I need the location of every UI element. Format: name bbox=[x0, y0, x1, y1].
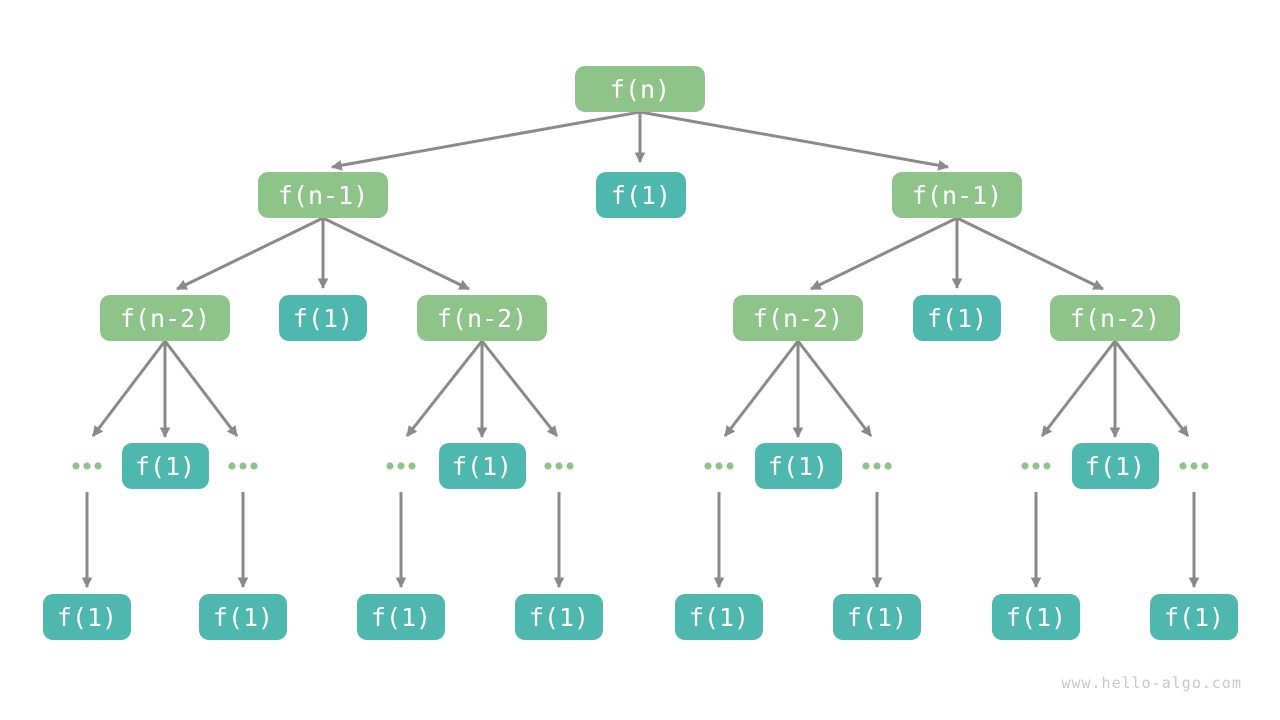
watermark: www.hello-algo.com bbox=[1061, 674, 1242, 692]
ellipsis-dot bbox=[1201, 462, 1209, 470]
ellipsis-dots bbox=[72, 462, 102, 470]
tree-node-f-n-2: f(n-2) bbox=[100, 295, 230, 341]
tree-node-f-n-2: f(n-2) bbox=[417, 295, 547, 341]
edge-arrow bbox=[330, 110, 641, 171]
tree-node-f-n-2: f(n-2) bbox=[733, 295, 863, 341]
tree-node-f-1: f(1) bbox=[992, 594, 1080, 640]
tree-node-f-1: f(1) bbox=[754, 443, 842, 489]
ellipsis-dot bbox=[83, 462, 91, 470]
ellipsis-dot bbox=[1021, 462, 1029, 470]
ellipsis-dot bbox=[72, 462, 80, 470]
tree-node-f-1: f(1) bbox=[833, 594, 921, 640]
ellipsis-dot bbox=[1043, 462, 1051, 470]
ellipsis-dot bbox=[873, 462, 881, 470]
ellipsis-dot bbox=[715, 462, 723, 470]
edge-arrow bbox=[163, 340, 239, 437]
ellipsis-dot bbox=[884, 462, 892, 470]
tree-node-f-1: f(1) bbox=[596, 172, 686, 218]
ellipsis-dots bbox=[862, 462, 892, 470]
edge-arrow bbox=[796, 340, 873, 437]
ellipsis-dots bbox=[386, 462, 416, 470]
ellipsis-dot bbox=[408, 462, 416, 470]
edge-arrow bbox=[91, 340, 167, 437]
ellipsis-dots bbox=[544, 462, 574, 470]
tree-node-f-n-2: f(n-2) bbox=[1050, 295, 1180, 341]
ellipsis-dot bbox=[862, 462, 870, 470]
edge-arrow bbox=[956, 216, 1104, 291]
edge-arrow bbox=[322, 216, 470, 291]
edge-arrow bbox=[810, 216, 958, 291]
tree-node-f-1: f(1) bbox=[121, 443, 209, 489]
tree-node-f-1: f(1) bbox=[43, 594, 131, 640]
tree-node-f-1: f(1) bbox=[515, 594, 603, 640]
ellipsis-dot bbox=[704, 462, 712, 470]
ellipsis-dots bbox=[228, 462, 258, 470]
tree-node-f-1: f(1) bbox=[199, 594, 287, 640]
edge-arrow bbox=[405, 340, 484, 437]
tree-node-f-1: f(1) bbox=[438, 443, 526, 489]
tree-node-f-1: f(1) bbox=[357, 594, 445, 640]
ellipsis-dot bbox=[228, 462, 236, 470]
tree-node-f-1: f(1) bbox=[1150, 594, 1238, 640]
edge-arrow bbox=[639, 110, 950, 171]
ellipsis-dot bbox=[239, 462, 247, 470]
tree-node-f-1: f(1) bbox=[675, 594, 763, 640]
ellipsis-dot bbox=[1190, 462, 1198, 470]
tree-node-f-1: f(1) bbox=[913, 295, 1001, 341]
tree-node-f-1: f(1) bbox=[279, 295, 367, 341]
ellipsis-dot bbox=[726, 462, 734, 470]
edge-arrow bbox=[723, 340, 800, 437]
tree-node-f-n-1: f(n-1) bbox=[258, 172, 388, 218]
ellipsis-dot bbox=[250, 462, 258, 470]
tree-node-f-n-1: f(n-1) bbox=[892, 172, 1022, 218]
ellipsis-dot bbox=[544, 462, 552, 470]
ellipsis-dot bbox=[555, 462, 563, 470]
ellipsis-dot bbox=[94, 462, 102, 470]
ellipsis-dot bbox=[566, 462, 574, 470]
ellipsis-dots bbox=[1021, 462, 1051, 470]
edge-arrow bbox=[1040, 340, 1117, 437]
edge-arrow bbox=[176, 216, 324, 291]
edge-arrow bbox=[480, 340, 559, 437]
tree-node-f-1: f(1) bbox=[1071, 443, 1159, 489]
ellipsis-dots bbox=[704, 462, 734, 470]
edge-arrow bbox=[1113, 340, 1190, 437]
tree-node-f-n: f(n) bbox=[575, 66, 705, 112]
ellipsis-dot bbox=[397, 462, 405, 470]
ellipsis-dot bbox=[1032, 462, 1040, 470]
ellipsis-dot bbox=[1179, 462, 1187, 470]
ellipsis-dots bbox=[1179, 462, 1209, 470]
ellipsis-dot bbox=[386, 462, 394, 470]
